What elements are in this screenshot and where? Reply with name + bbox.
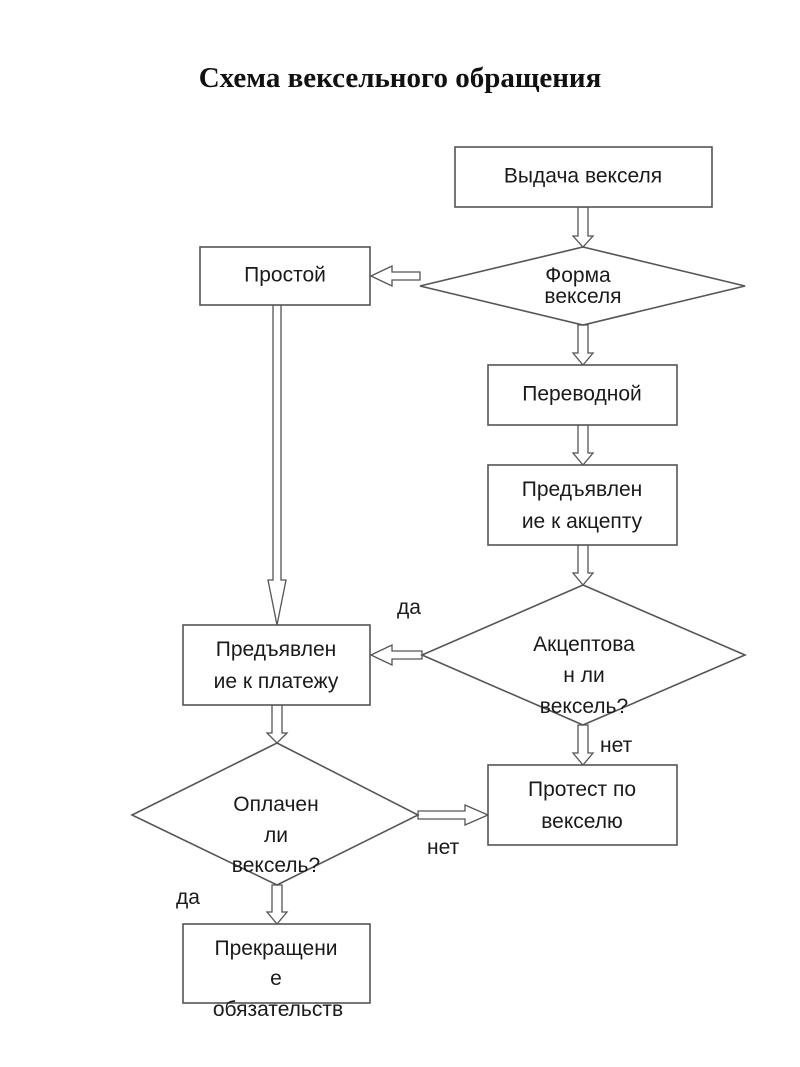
edge-label-paid-no: нет: [427, 836, 460, 859]
edge-label-accepted-no: нет: [600, 734, 633, 757]
node-accepted-line1: Акцептова: [533, 633, 635, 656]
diagram-title: Схема вексельного обращения: [198, 62, 602, 94]
edge-accepted-payment: [369, 643, 423, 667]
node-paid-line3: вексель?: [232, 854, 320, 877]
node-acceptance-presentation-line2: ие к акцепту: [522, 510, 643, 533]
node-acceptance-presentation-line1: Предъявлен: [522, 478, 642, 501]
node-accepted-line3: вексель?: [540, 695, 628, 718]
node-transfer-label: Переводной: [522, 383, 642, 406]
node-payment-presentation: Предъявлен ие к платежу: [182, 624, 371, 706]
node-protest: Протест по векселю: [487, 764, 678, 846]
node-payment-presentation-line2: ие к платежу: [214, 670, 339, 693]
node-form-label-line1: Форма: [545, 264, 611, 287]
edge-label-accepted-yes: да: [397, 596, 421, 619]
node-paid: Оплачен ли вексель?: [130, 742, 420, 886]
node-paid-line2: ли: [264, 824, 288, 847]
node-termination-line1: Прекращени: [214, 937, 337, 960]
node-form-label-line2: векселя: [544, 285, 621, 308]
node-form: Форма векселя: [419, 246, 746, 326]
node-simple-label: Простой: [244, 264, 326, 287]
edge-form-transfer: [571, 324, 595, 367]
edge-simple-payment: [267, 304, 287, 626]
node-termination: Прекращени е обязательств: [182, 923, 371, 1021]
edge-transfer-acceptance: [571, 424, 595, 467]
edge-label-paid-yes: да: [176, 886, 200, 909]
node-accepted: Акцептова н ли вексель?: [419, 584, 748, 726]
edge-accepted-protest: [571, 724, 595, 767]
node-issue-label: Выдача векселя: [504, 165, 662, 188]
node-payment-presentation-line1: Предъявлен: [216, 638, 336, 661]
edge-paid-termination: [265, 884, 289, 926]
edge-acceptance-accepted: [571, 544, 595, 587]
edge-issue-form: [571, 206, 595, 248]
node-transfer: Переводной: [487, 364, 678, 426]
edge-form-simple: [369, 264, 421, 288]
node-termination-line2: е: [270, 967, 282, 990]
edge-paid-protest: [417, 804, 490, 826]
node-protest-line1: Протест по: [528, 778, 636, 801]
node-simple: Простой: [199, 246, 371, 306]
edge-payment-paid: [265, 704, 289, 744]
node-termination-line3: обязательств: [213, 998, 343, 1021]
node-paid-line1: Оплачен: [233, 793, 318, 816]
node-accepted-line2: н ли: [563, 664, 604, 687]
node-acceptance-presentation: Предъявлен ие к акцепту: [487, 464, 678, 546]
node-issue: Выдача векселя: [454, 146, 713, 208]
node-protest-line2: векселю: [541, 810, 623, 833]
